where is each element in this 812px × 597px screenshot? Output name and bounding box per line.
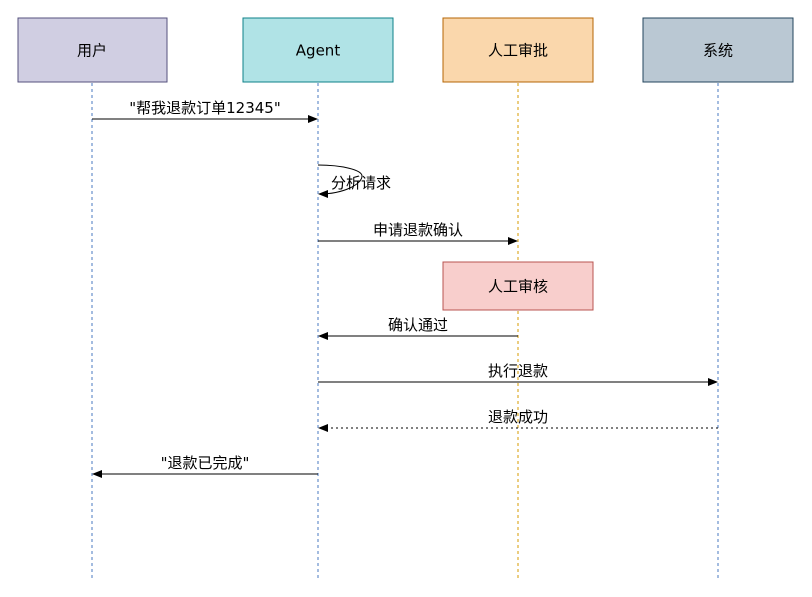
actor-review-label: 人工审批 (488, 42, 548, 60)
note-manual-review-box (442, 261, 594, 311)
message-confirm-approved-label: 确认通过 (388, 316, 448, 334)
note-manual-review: 人工审核 (442, 261, 594, 311)
actor-system-label: 系统 (703, 42, 733, 60)
actor-review-box (442, 17, 594, 83)
message-analyze-request-label: 分析请求 (331, 174, 391, 192)
message-confirm-approved: 确认通过 (318, 316, 518, 340)
message-refund-success: 退款成功 (318, 408, 718, 432)
message-analyze-request-arrow (317, 164, 363, 198)
note-manual-review-label: 人工审核 (488, 278, 548, 296)
message-apply-confirmation: 申请退款确认 (318, 221, 518, 245)
message-refund-complete: "退款已完成" (92, 454, 318, 478)
message-execute-refund-label: 执行退款 (488, 362, 548, 380)
message-execute-refund: 执行退款 (318, 362, 718, 386)
message-request-refund: "帮我退款订单12345" (92, 99, 318, 123)
actor-agent-box (242, 17, 394, 83)
actor-user-label: 用户 (77, 42, 107, 60)
actor-user-box (17, 17, 168, 83)
message-request-refund-label: "帮我退款订单12345" (129, 99, 281, 117)
lifelines (91, 83, 719, 578)
actor-review: 人工审批 (442, 17, 594, 83)
actor-system-box (642, 17, 794, 83)
message-refund-complete-label: "退款已完成" (161, 454, 250, 472)
message-refund-success-label: 退款成功 (488, 408, 548, 426)
actor-system: 系统 (642, 17, 794, 83)
message-analyze-request: 分析请求 (317, 164, 391, 198)
actor-agent-label: Agent (296, 42, 341, 60)
message-apply-confirmation-label: 申请退款确认 (373, 221, 463, 239)
actor-agent: Agent (242, 17, 394, 83)
actor-user: 用户 (17, 17, 168, 83)
